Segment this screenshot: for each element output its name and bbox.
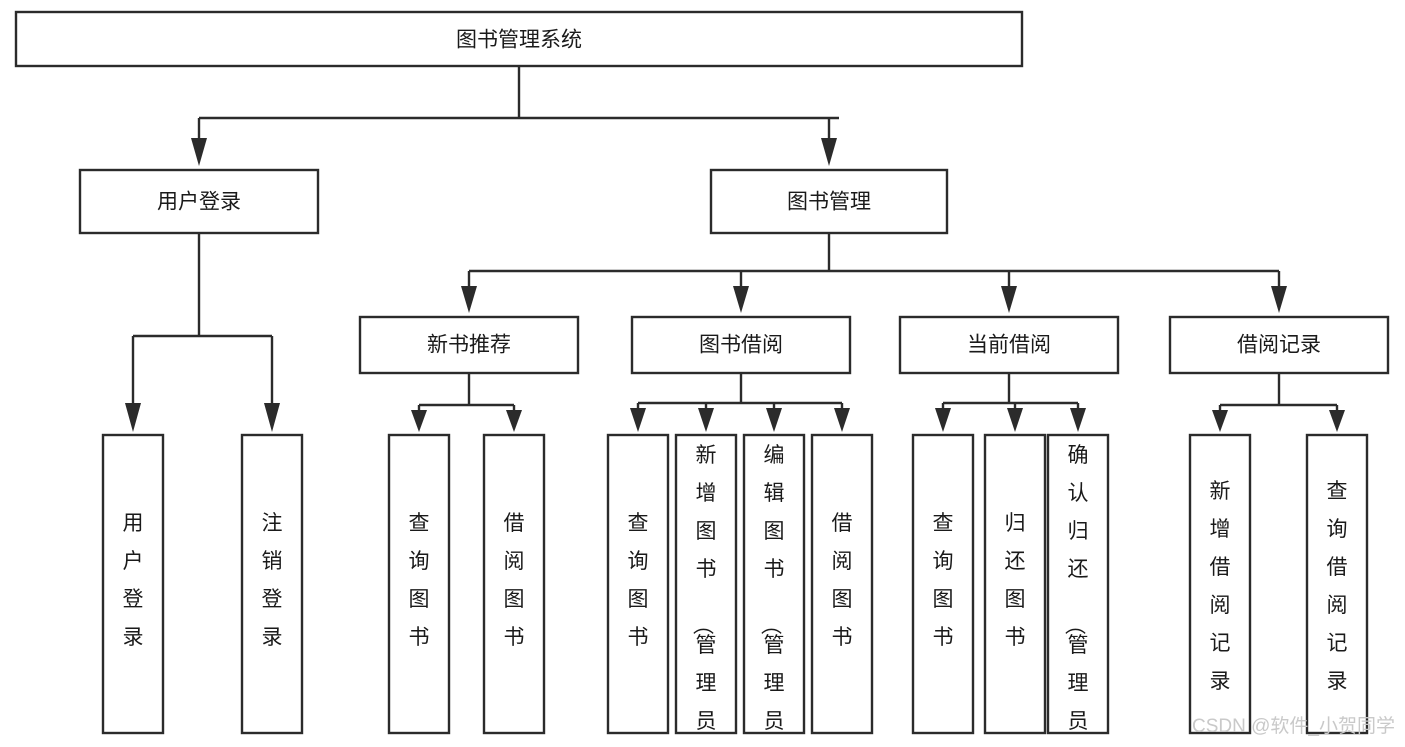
- node-root-system[interactable]: 图书管理系统: [14, 10, 1024, 68]
- node-user-login-box[interactable]: [78, 168, 320, 235]
- arrowhead-borrow-leaf-1: [630, 408, 646, 432]
- node-new-book-recommend[interactable]: 新书推荐: [358, 315, 580, 375]
- leaf-node-borrow-books-recommend-box[interactable]: [482, 433, 546, 735]
- leaf-node-add-borrow-record-box[interactable]: [1188, 433, 1252, 735]
- leaf-node-query-books-recommend[interactable]: 查询图书: [387, 433, 451, 735]
- leaf-node-add-borrow-record-label: 新增借阅记录: [1210, 480, 1231, 693]
- node-new-book-recommend-label: 新书推荐: [427, 334, 511, 357]
- leaf-node-return-books[interactable]: 归还图书: [983, 433, 1047, 735]
- arrowhead-borrow-leaf-2: [698, 408, 714, 432]
- leaf-node-return-books-box[interactable]: [983, 433, 1047, 735]
- arrowhead-current: [1001, 286, 1017, 313]
- node-root-system-box[interactable]: [14, 10, 1024, 68]
- node-current-borrow[interactable]: 当前借阅: [898, 315, 1120, 375]
- leaf-node-logout-label: 注销登录: [262, 512, 283, 649]
- leaf-node-query-borrow-record-box[interactable]: [1305, 433, 1369, 735]
- node-book-management[interactable]: 图书管理: [709, 168, 949, 235]
- arrowhead-records-leaf-1: [1212, 410, 1228, 432]
- leaf-node-logout-box[interactable]: [240, 433, 304, 735]
- node-borrow-records-label: 借阅记录: [1237, 334, 1321, 357]
- csdn-watermark: CSDN @软件_小贺同学: [1192, 715, 1395, 737]
- node-book-management-label: 图书管理: [787, 191, 871, 214]
- arrowhead-book-mgmt: [821, 138, 837, 166]
- leaf-node-query-books-recommend-label: 查询图书: [409, 512, 430, 649]
- leaf-node-borrow-books-box[interactable]: [810, 433, 874, 735]
- leaf-node-query-borrow-record[interactable]: 查询借阅记录: [1305, 433, 1369, 735]
- arrowhead-current-leaf-2: [1007, 408, 1023, 432]
- leaf-node-query-borrow-record-label: 查询借阅记录: [1327, 480, 1348, 693]
- node-current-borrow-label: 当前借阅: [967, 334, 1051, 357]
- leaf-node-add-book-admin-box[interactable]: [674, 433, 738, 735]
- arrowhead-leaf-logout: [264, 403, 280, 432]
- node-book-borrow-label: 图书借阅: [699, 334, 783, 357]
- node-borrow-records-box[interactable]: [1168, 315, 1390, 375]
- arrowhead-borrow: [733, 286, 749, 313]
- node-new-book-recommend-box[interactable]: [358, 315, 580, 375]
- leaf-node-borrow-books[interactable]: 借阅图书: [810, 433, 874, 735]
- leaf-node-add-borrow-record[interactable]: 新增借阅记录: [1188, 433, 1252, 735]
- leaf-node-add-book-admin[interactable]: 新增图书（管理员）: [674, 433, 738, 747]
- arrowhead-borrow-leaf-4: [834, 408, 850, 432]
- arrowhead-new-books: [461, 286, 477, 313]
- node-book-borrow-box[interactable]: [630, 315, 852, 375]
- leaf-node-query-books-borrow-box[interactable]: [606, 433, 670, 735]
- connector-layer: [125, 66, 1345, 432]
- leaf-node-user-login[interactable]: 用户登录: [101, 433, 165, 735]
- node-current-borrow-box[interactable]: [898, 315, 1120, 375]
- leaf-node-borrow-books-recommend[interactable]: 借阅图书: [482, 433, 546, 735]
- arrowhead-newbooks-leaf-1: [411, 410, 427, 432]
- node-borrow-records[interactable]: 借阅记录: [1168, 315, 1390, 375]
- leaf-node-query-books-borrow-label: 查询图书: [628, 512, 649, 649]
- leaf-node-user-login-label: 用户登录: [123, 512, 144, 649]
- node-user-login[interactable]: 用户登录: [78, 168, 320, 235]
- arrowhead-borrow-leaf-3: [766, 408, 782, 432]
- leaf-node-borrow-books-label: 借阅图书: [832, 512, 853, 649]
- node-user-login-label: 用户登录: [157, 191, 241, 214]
- leaf-node-add-book-admin-label: 新增图书（管理员）: [691, 444, 717, 747]
- leaf-node-confirm-return-admin-box[interactable]: [1046, 433, 1110, 735]
- leaf-node-query-books-current-box[interactable]: [911, 433, 975, 735]
- leaf-node-edit-book-admin[interactable]: 编辑图书（管理员）: [742, 433, 806, 747]
- leaf-node-query-books-recommend-box[interactable]: [387, 433, 451, 735]
- leaf-node-edit-book-admin-label: 编辑图书（管理员）: [759, 444, 785, 747]
- leaf-node-query-books-current[interactable]: 查询图书: [911, 433, 975, 735]
- arrowhead-records-leaf-2: [1329, 410, 1345, 432]
- node-book-management-box[interactable]: [709, 168, 949, 235]
- leaf-node-return-books-label: 归还图书: [1005, 512, 1026, 649]
- leaf-node-user-login-box[interactable]: [101, 433, 165, 735]
- leaf-node-edit-book-admin-box[interactable]: [742, 433, 806, 735]
- arrowhead-current-leaf-1: [935, 408, 951, 432]
- leaf-node-query-books-borrow[interactable]: 查询图书: [606, 433, 670, 735]
- node-root-system-label: 图书管理系统: [456, 29, 582, 52]
- arrowhead-user-login: [191, 138, 207, 166]
- leaf-node-borrow-books-recommend-label: 借阅图书: [504, 512, 525, 649]
- arrowhead-current-leaf-3: [1070, 408, 1086, 432]
- node-book-borrow[interactable]: 图书借阅: [630, 315, 852, 375]
- leaf-layer: 用户登录 注销登录 查询图书 借阅图书 查询图书 新增图书（管理员）: [101, 433, 1369, 747]
- leaf-node-confirm-return-admin-label: 确认归还（管理员）: [1063, 444, 1089, 747]
- leaf-node-confirm-return-admin[interactable]: 确认归还（管理员）: [1046, 433, 1110, 747]
- leaf-node-query-books-current-label: 查询图书: [933, 512, 954, 649]
- leaf-node-logout[interactable]: 注销登录: [240, 433, 304, 735]
- arrowhead-records: [1271, 286, 1287, 313]
- arrowhead-newbooks-leaf-2: [506, 410, 522, 432]
- arrowhead-leaf-user-login: [125, 403, 141, 432]
